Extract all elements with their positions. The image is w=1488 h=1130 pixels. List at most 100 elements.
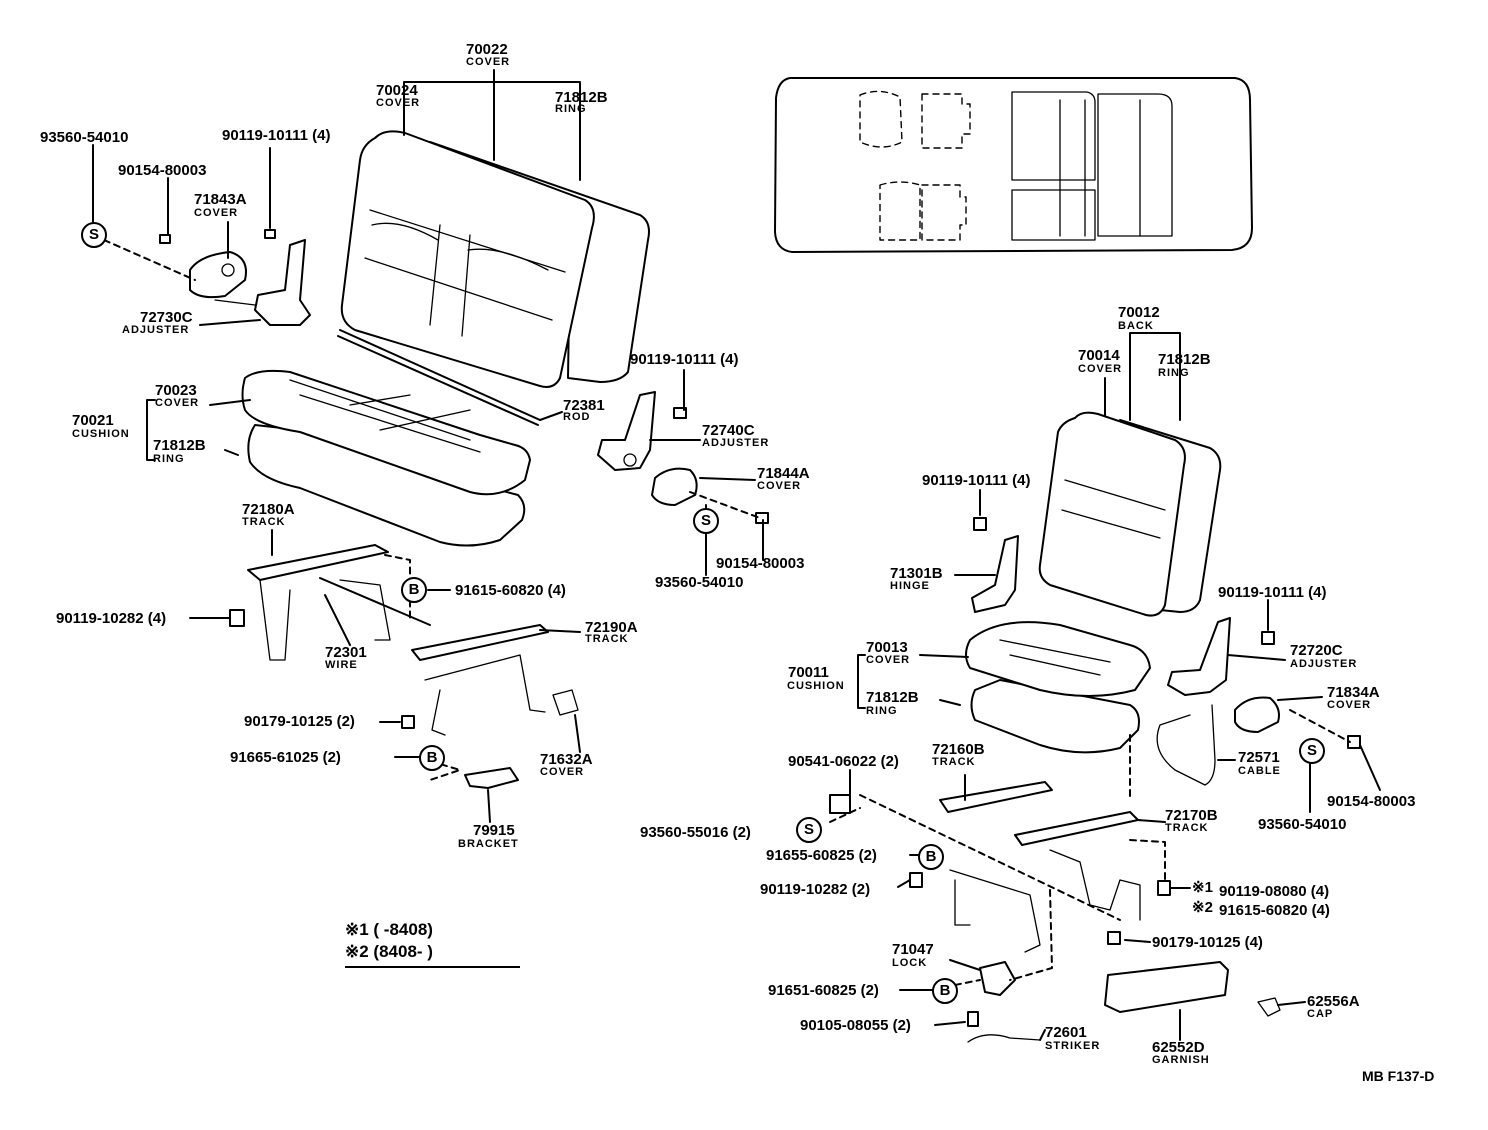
bench-track-assembly <box>229 544 579 789</box>
label-70012-number: 70012 <box>1118 304 1160 321</box>
label-70011-name: CUSHION <box>787 680 845 692</box>
label-70022-number: 70022 <box>466 41 508 58</box>
label-62556a-number: 62556A <box>1307 993 1360 1010</box>
label-72381-number: 72381 <box>563 397 605 414</box>
left-adjuster-assembly <box>159 229 311 326</box>
note2-marker: ※2 <box>1192 899 1213 916</box>
diagram-reference-code: MB F137-D <box>1362 1068 1435 1084</box>
right-adjuster-assembly <box>597 391 769 524</box>
s-marker-2: S <box>693 508 719 534</box>
label-79915-number: 79915 <box>473 822 515 839</box>
label-90119-10111-4: 90119-10111 (4) <box>1218 584 1327 601</box>
label-70014-name: COVER <box>1078 363 1123 375</box>
label-90119-10111-1: 90119-10111 (4) <box>222 127 331 144</box>
label-71844a-number: 71844A <box>757 465 810 482</box>
bucket-seat-cushion-illustration <box>965 621 1151 754</box>
label-72571-number: 72571 <box>1238 749 1280 766</box>
label-71812b-1-name: RING <box>555 103 587 115</box>
label-93560-54010-1: 93560-54010 <box>40 129 129 146</box>
label-72180a-number: 72180A <box>242 501 295 518</box>
dashed-connectors <box>103 239 1351 986</box>
label-93560-54010-3: 93560-54010 <box>1258 816 1347 833</box>
bucket-seat-hinge-and-adjuster <box>971 517 1361 786</box>
s-marker-1: S <box>81 222 107 248</box>
label-90119-10282-2: 90119-10282 (2) <box>760 881 871 898</box>
label-91615-60820-2: 91615-60820 (4) <box>1219 902 1330 919</box>
label-71632a-name: COVER <box>540 766 585 778</box>
label-90119-10111-3: 90119-10111 (4) <box>922 472 1031 489</box>
bucket-seat-back-illustration <box>1038 411 1222 617</box>
label-93560-54010-2: 93560-54010 <box>655 574 744 591</box>
label-70014-number: 70014 <box>1078 347 1120 364</box>
label-91655-60825: 91655-60825 (2) <box>766 847 877 864</box>
label-71843a-name: COVER <box>194 207 239 219</box>
label-72571-name: CABLE <box>1238 765 1281 777</box>
label-72190a-number: 72190A <box>585 619 638 636</box>
label-72160b-name: TRACK <box>932 756 976 768</box>
label-62552d-number: 62552D <box>1152 1039 1205 1056</box>
label-70021-number: 70021 <box>72 412 114 429</box>
label-71843a-number: 71843A <box>194 191 247 208</box>
label-90105-08055: 90105-08055 (2) <box>800 1017 911 1034</box>
label-71047-name: LOCK <box>892 957 928 969</box>
label-70023-name: COVER <box>155 397 200 409</box>
label-70024-name: COVER <box>376 97 421 109</box>
label-91665-61025: 91665-61025 (2) <box>230 749 341 766</box>
label-72170b-number: 72170B <box>1165 807 1218 824</box>
label-72720c-number: 72720C <box>1290 642 1343 659</box>
serial-notes: ※1 ( -8408) ※2 (8408- ) <box>345 920 520 970</box>
label-72180a-name: TRACK <box>242 516 286 528</box>
label-71844a-name: COVER <box>757 480 802 492</box>
label-90119-10282-1: 90119-10282 (4) <box>56 610 167 627</box>
label-72170b-name: TRACK <box>1165 822 1209 834</box>
b-marker-1: B <box>401 577 427 603</box>
label-70022-name: COVER <box>466 56 511 68</box>
label-90154-80003-1: 90154-80003 <box>118 162 207 179</box>
label-90119-10111-2: 90119-10111 (4) <box>630 351 739 368</box>
label-72730c-number: 72730C <box>140 309 193 326</box>
label-71632a-number: 71632A <box>540 751 593 768</box>
bench-seat-back-illustration <box>337 130 650 426</box>
label-70024-number: 70024 <box>376 82 418 99</box>
label-90154-80003-2: 90154-80003 <box>716 555 805 572</box>
label-72601-number: 72601 <box>1045 1024 1087 1041</box>
label-71812b-2-name: RING <box>153 453 185 465</box>
label-72740c-number: 72740C <box>702 422 755 439</box>
label-71812b-3-number: 71812B <box>1158 351 1211 368</box>
label-72740c-name: ADJUSTER <box>702 437 770 449</box>
s-marker-4: S <box>796 817 822 843</box>
label-90541-06022: 90541-06022 (2) <box>788 753 899 770</box>
bucket-seat-track-assembly <box>829 781 1281 1043</box>
label-70021-name: CUSHION <box>72 428 130 440</box>
bench-seat-cushion-illustration <box>241 369 531 547</box>
label-79915-name: BRACKET <box>458 838 519 850</box>
label-72381-name: ROD <box>563 411 591 423</box>
leader-lines <box>92 69 1381 1041</box>
label-70013-number: 70013 <box>866 639 908 656</box>
label-71047-number: 71047 <box>892 941 934 958</box>
label-71301b-number: 71301B <box>890 565 943 582</box>
label-62552d-name: GARNISH <box>1152 1054 1210 1066</box>
label-93560-55016: 93560-55016 (2) <box>640 824 751 841</box>
label-71834a-name: COVER <box>1327 699 1372 711</box>
b-marker-4: B <box>932 978 958 1004</box>
label-70013-name: COVER <box>866 654 911 666</box>
label-91651-60825: 91651-60825 (2) <box>768 982 879 999</box>
label-70012-name: BACK <box>1118 320 1154 332</box>
label-71812b-2-number: 71812B <box>153 437 206 454</box>
label-90119-08080: 90119-08080 (4) <box>1219 883 1330 900</box>
b-marker-2: B <box>419 745 445 771</box>
s-marker-3: S <box>1299 738 1325 764</box>
label-91615-60820-1: 91615-60820 (4) <box>455 582 566 599</box>
label-72601-name: STRIKER <box>1045 1040 1101 1052</box>
label-72301-number: 72301 <box>325 644 367 661</box>
label-70023-number: 70023 <box>155 382 197 399</box>
label-72730c-name: ADJUSTER <box>122 324 190 336</box>
note-line-2: ※2 (8408- ) <box>345 942 520 968</box>
b-marker-3: B <box>918 844 944 870</box>
label-90179-10125-1: 90179-10125 (2) <box>244 713 355 730</box>
label-71812b-4-number: 71812B <box>866 689 919 706</box>
vehicle-layout-thumbnail <box>774 77 1253 253</box>
